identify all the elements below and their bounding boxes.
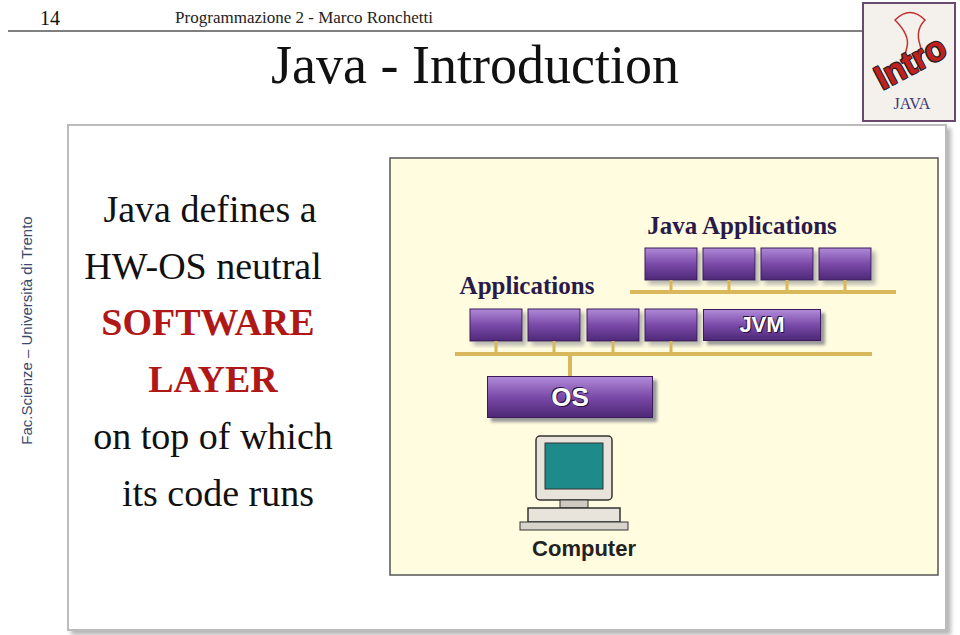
- application-box: [703, 248, 755, 280]
- side-caption: Fac.Scienze – Università di Trento: [19, 216, 34, 444]
- device-label: Computer: [532, 538, 636, 560]
- course-header: Programmazione 2 - Marco Ronchetti: [175, 9, 433, 26]
- logo-text: JAVA: [894, 96, 931, 112]
- computer-illustration: [520, 436, 628, 530]
- illustration-panel: [390, 158, 938, 575]
- header-rule: [8, 30, 862, 32]
- application-box: [645, 309, 697, 341]
- bus-lines: [455, 292, 896, 376]
- content-frame: [68, 125, 946, 630]
- application-box: [761, 248, 813, 280]
- logo-frame: [863, 3, 955, 121]
- application-box: [528, 309, 580, 341]
- application-box: [819, 248, 871, 280]
- layer-label: Java Applications: [647, 213, 837, 238]
- body-text: on top of which: [93, 417, 333, 455]
- page-number: 14: [40, 8, 60, 28]
- body-text: HW-OS neutral: [84, 247, 321, 285]
- os-box: OS: [487, 376, 653, 418]
- application-box: [587, 309, 639, 341]
- jvm-box: JVM: [703, 309, 821, 341]
- body-text: its code runs: [122, 474, 314, 512]
- slide-title: Java - Introduction: [271, 38, 679, 92]
- body-text: LAYER: [148, 360, 278, 398]
- application-box: [645, 248, 697, 280]
- box-label: OS: [551, 384, 589, 410]
- application-box: [470, 309, 522, 341]
- application-boxes: [470, 248, 871, 354]
- side-band: [0, 125, 52, 635]
- box-label: JVM: [739, 314, 784, 336]
- body-text: SOFTWARE: [101, 303, 314, 341]
- body-text: Java defines a: [103, 190, 316, 228]
- layer-label: Applications: [460, 273, 595, 298]
